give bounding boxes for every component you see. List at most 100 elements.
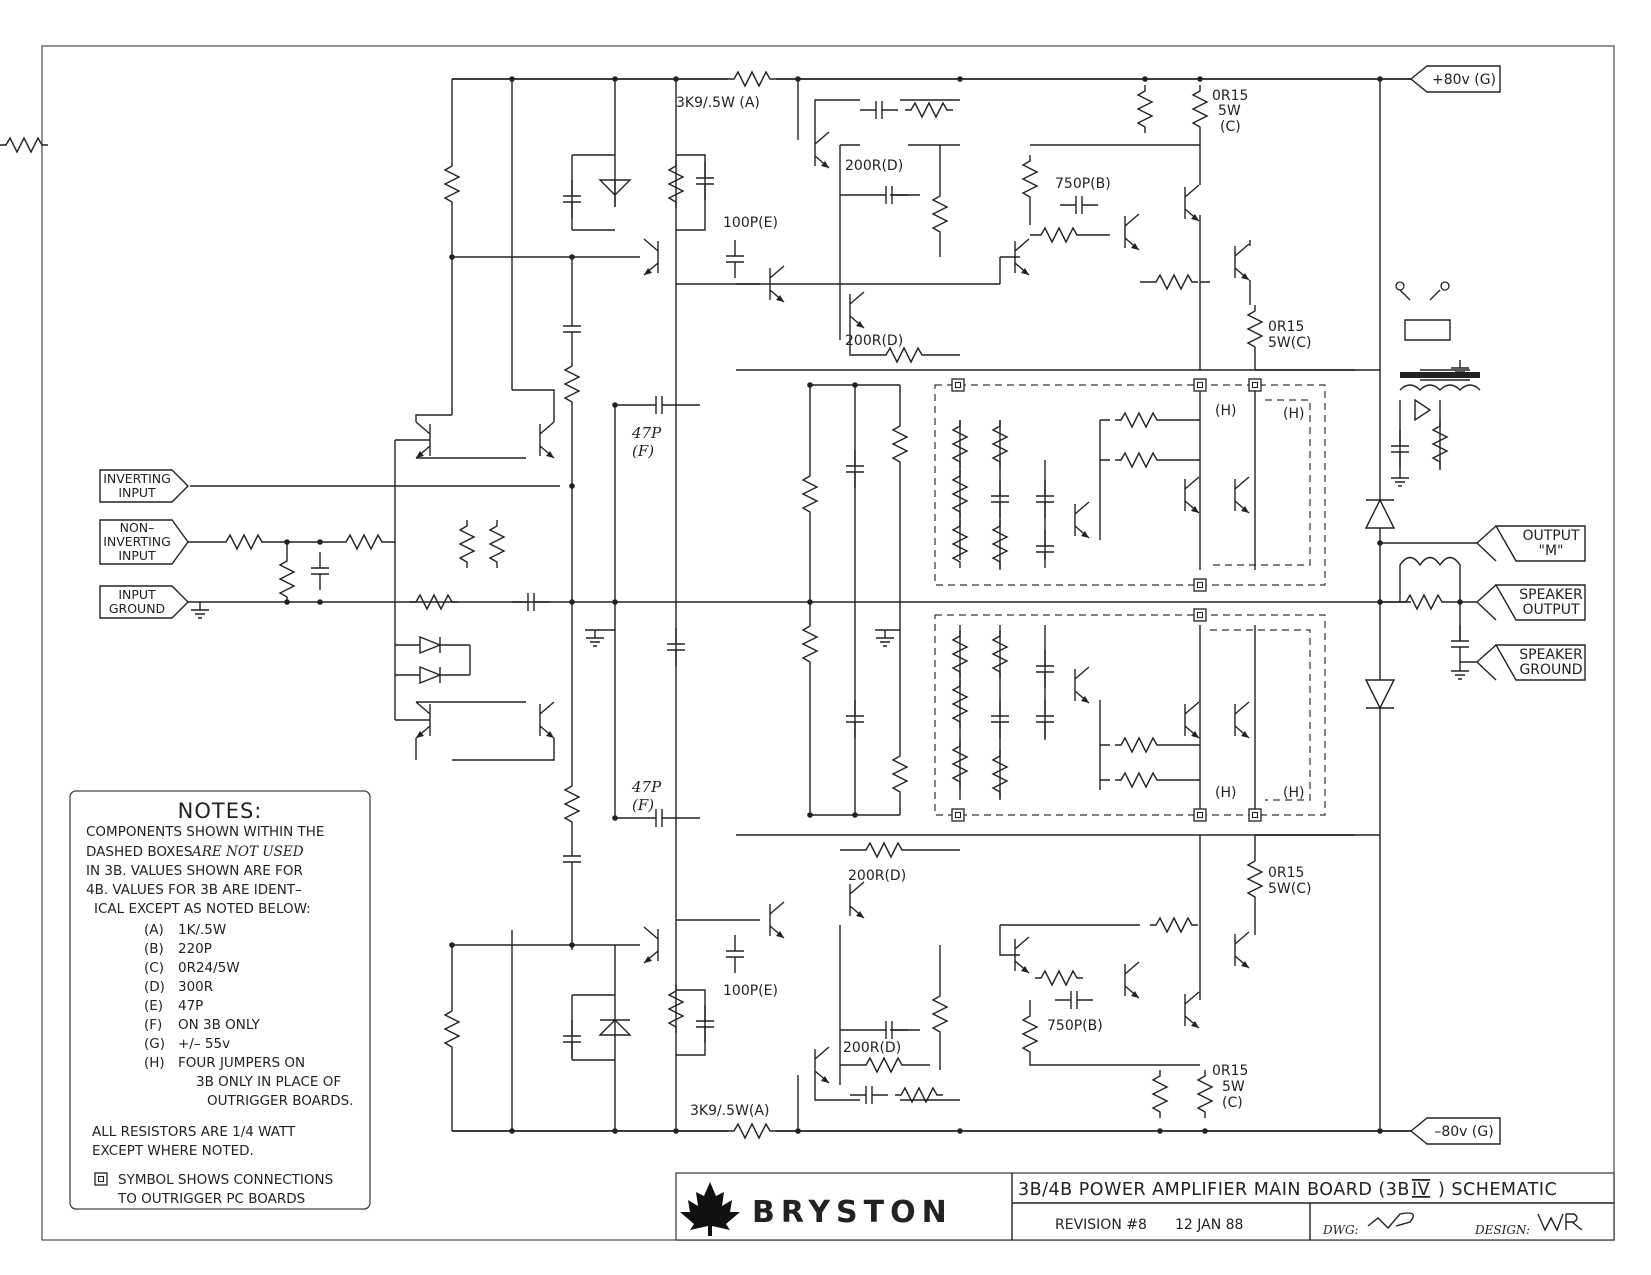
svg-text:+80v (G): +80v (G) [1432,72,1496,88]
svg-text:0R15: 0R15 [1268,865,1304,881]
svg-text:200R(D): 200R(D) [843,1040,901,1056]
svg-text:3B/4B POWER AMPLIFIER MAIN BOA: 3B/4B POWER AMPLIFIER MAIN BOARD (3B [1018,1180,1410,1200]
svg-text:INVERTING: INVERTING [103,534,171,549]
svg-text:ARE NOT USED: ARE NOT USED [190,844,304,860]
svg-text:3K9/.5W(A): 3K9/.5W(A) [690,1103,769,1119]
svg-text:5W(C): 5W(C) [1268,335,1311,351]
svg-text:OUTRIGGER BOARDS.: OUTRIGGER BOARDS. [207,1093,354,1109]
output-network [1255,79,1497,1131]
diode-pair [395,635,471,685]
output-stage-top: 750P(B) 0R15 5W (C) 0R15 5W(C) [999,84,1311,370]
svg-text:DWG:: DWG: [1322,1223,1359,1237]
outrigger-symbol-icon [94,1172,108,1186]
svg-text:GROUND: GROUND [1519,662,1582,678]
svg-text:(F): (F) [632,796,654,814]
port-output-m: OUTPUT "M" [1494,525,1586,562]
svg-text:5W: 5W [1218,103,1241,119]
svg-text:(H): (H) [144,1055,165,1071]
svg-text:200R(D): 200R(D) [845,158,903,174]
driver-bottom: 200R(D) 200R(D) [736,834,1355,1085]
svg-text:47P: 47P [631,778,662,796]
svg-text:INPUT: INPUT [118,587,156,602]
svg-text:GROUND: GROUND [109,601,165,616]
svg-text:NON–: NON– [120,520,155,535]
svg-text:(F): (F) [632,442,654,460]
svg-text:750P(B): 750P(B) [1055,176,1111,192]
svg-text:(H): (H) [1215,403,1236,419]
svg-text:0R15: 0R15 [1212,88,1248,104]
svg-text:200R(D): 200R(D) [845,333,903,349]
outrigger-connection-symbols [951,378,1262,822]
input-diff-pair [415,389,555,761]
svg-text:NOTES:: NOTES: [178,799,263,823]
svg-text:IN 3B. VALUES SHOWN ARE FOR: IN 3B. VALUES SHOWN ARE FOR [86,863,303,879]
svg-text:COMPONENTS SHOWN WITHIN THE: COMPONENTS SHOWN WITHIN THE [86,824,324,840]
svg-text:(G): (G) [144,1036,165,1052]
svg-text:(E): (E) [144,998,163,1014]
wiring: 47P (F) 47P (F) [188,71,1411,1139]
svg-text:200R(D): 200R(D) [848,868,906,884]
svg-text:0R15: 0R15 [1212,1063,1248,1079]
svg-text:5W(C): 5W(C) [1268,881,1311,897]
port-neg-supply: –80v (G) [1409,1117,1501,1145]
svg-text:IV: IV [1412,1180,1430,1200]
svg-text:TO OUTRIGGER PC BOARDS: TO OUTRIGGER PC BOARDS [117,1191,305,1207]
brand-logo: BRYSTON [752,1195,953,1230]
svg-text:750P(B): 750P(B) [1047,1018,1103,1034]
svg-text:1K/.5W: 1K/.5W [178,922,226,938]
svg-text:SYMBOL SHOWS CONNECTIONS: SYMBOL SHOWS CONNECTIONS [118,1172,333,1188]
svg-text:300R: 300R [178,979,213,995]
outrigger-board-top: (H) (H) [934,384,1326,586]
svg-text:(C): (C) [1220,119,1241,135]
svg-text:(F): (F) [144,1017,162,1033]
svg-text:INPUT: INPUT [118,485,156,500]
outrigger-board-bottom: (H) (H) [934,614,1326,816]
port-pos-supply: +80v (G) [1409,65,1501,93]
port-input-ground: INPUT GROUND [99,585,189,619]
svg-text:0R15: 0R15 [1268,319,1304,335]
svg-text:(D): (D) [144,979,165,995]
svg-text:FOUR JUMPERS ON: FOUR JUMPERS ON [178,1055,305,1071]
svg-text:DASHED BOXES: DASHED BOXES [86,844,192,860]
svg-text:OUTPUT: OUTPUT [1522,602,1580,618]
svg-text:INPUT: INPUT [118,548,156,563]
svg-text:(H): (H) [1283,406,1304,422]
output-stage-bottom: 750P(B) 0R15 5W (C) 0R15 5W(C) [999,835,1311,1119]
svg-text:) SCHEMATIC: ) SCHEMATIC [1438,1180,1557,1200]
vas-bottom: 100P(E) 3K9/.5W(A) [562,901,960,1119]
port-inverting-input: INVERTING INPUT [99,469,189,503]
svg-text:REVISION #8: REVISION #8 [1055,1217,1147,1233]
svg-text:DESIGN:: DESIGN: [1474,1223,1530,1237]
svg-text:0R24/5W: 0R24/5W [178,960,240,976]
junction-dots [284,76,1463,1134]
svg-text:(C): (C) [144,960,164,976]
svg-text:3K9/.5W (A): 3K9/.5W (A) [676,95,760,111]
svg-text:ON 3B ONLY: ON 3B ONLY [178,1017,261,1033]
svg-text:100P(E): 100P(E) [723,215,778,231]
svg-text:OUTPUT: OUTPUT [1522,528,1580,544]
svg-text:(C): (C) [1222,1095,1243,1111]
svg-text:(H): (H) [1215,785,1236,801]
svg-text:+/– 55v: +/– 55v [178,1036,230,1052]
svg-text:–80v (G): –80v (G) [1434,1124,1493,1140]
svg-text:ICAL EXCEPT AS NOTED BELOW:: ICAL EXCEPT AS NOTED BELOW: [94,901,311,917]
svg-text:SPEAKER: SPEAKER [1519,587,1583,603]
port-speaker-ground: SPEAKER GROUND [1494,644,1586,681]
svg-text:5W: 5W [1222,1079,1245,1095]
port-speaker-output: SPEAKER OUTPUT [1494,584,1586,621]
svg-text:"M": "M" [1539,543,1564,559]
svg-text:100P(E): 100P(E) [723,983,778,999]
svg-text:4B. VALUES FOR 3B ARE IDENT–: 4B. VALUES FOR 3B ARE IDENT– [86,882,302,898]
notes-box: NOTES: COMPONENTS SHOWN WITHIN THE DASHE… [69,790,371,1210]
svg-text:INVERTING: INVERTING [103,471,171,486]
svg-text:47P: 47P [178,998,203,1014]
svg-text:(H): (H) [1283,785,1304,801]
svg-text:(B): (B) [144,941,164,957]
svg-text:12 JAN 88: 12 JAN 88 [1175,1217,1243,1233]
svg-text:47P: 47P [631,424,662,442]
svg-text:3B ONLY IN PLACE OF: 3B ONLY IN PLACE OF [196,1074,341,1090]
maple-leaf-icon [680,1182,740,1236]
title-block: BRYSTON 3B/4B POWER AMPLIFIER MAIN BOARD… [675,1172,1615,1241]
svg-text:EXCEPT WHERE NOTED.: EXCEPT WHERE NOTED. [92,1143,254,1159]
